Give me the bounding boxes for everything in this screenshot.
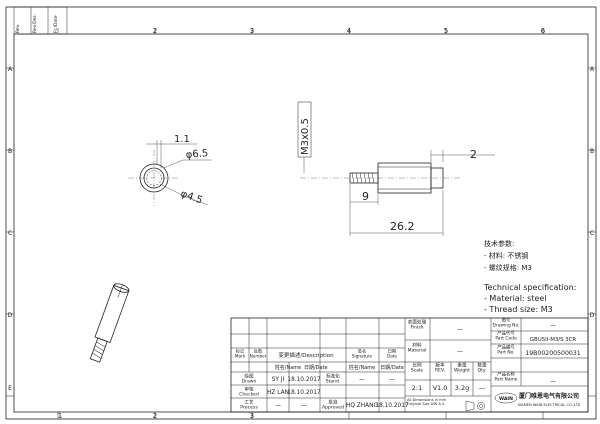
tech-en-thread: - Thread size: M3 xyxy=(484,305,553,314)
tb-company-en: XIAMEN WAIN ELECTRICAL CO.,LTD xyxy=(518,403,581,407)
tb-drawn-date: 18.10.2017 xyxy=(287,377,321,383)
tb-approved-date: 18.10.2017 xyxy=(375,403,409,409)
revision-block: Rev. Rev.Des. Ft./Date xyxy=(13,6,68,35)
end-view: 1.1 φ6.5 φ4.5 xyxy=(128,134,212,207)
projection-symbol-icon xyxy=(465,400,485,412)
tech-en-material: - Material: steel xyxy=(484,294,547,303)
grid-row-c-left: C xyxy=(8,230,12,237)
grid-col-2-top: 2 xyxy=(153,27,157,35)
tech-spec: 技术参数: - 材料: 不锈钢 - 螺纹规格: M3 Technical spe… xyxy=(483,239,576,314)
tb-change-label: 变更描述/Description xyxy=(278,351,334,359)
tb-material-value: — xyxy=(457,348,463,355)
tb-weight-value: 3.2g xyxy=(455,384,469,392)
grid-row-c-right: C xyxy=(590,230,594,237)
grid-row-e-left: E xyxy=(8,385,12,392)
tech-cn-thread: - 螺纹规格: M3 xyxy=(484,263,532,272)
logo-text: WAIN xyxy=(499,396,513,402)
rev-col1: Rev. xyxy=(15,24,21,33)
tb-stand-date: — xyxy=(389,377,395,383)
tb-date2-label-2: 日期/Date xyxy=(380,365,404,371)
company-logo: WAIN xyxy=(494,392,518,404)
tb-name-label-2: 姓名/Name xyxy=(349,364,375,371)
grid-col-1-bottom: 1 xyxy=(58,412,62,420)
tb-part-no: 19B00200500031 xyxy=(525,350,580,357)
grid-col-6-top: 6 xyxy=(541,27,546,35)
dim-thread-len: 9 xyxy=(362,190,369,203)
rev-col2: Rev.Des. xyxy=(32,14,38,33)
grid-col-4-top: 4 xyxy=(347,27,352,35)
grid-col-5-top: 5 xyxy=(444,27,448,35)
grid-col-2-bottom: 2 xyxy=(153,412,157,420)
tb-checked-date: 18.10.2017 xyxy=(287,390,321,396)
grid-row-a-left: A xyxy=(8,66,13,73)
tech-en-title: Technical specification: xyxy=(483,283,576,292)
tb-part-code: GBUSII-M3/S 3CR xyxy=(530,337,577,343)
tb-process-date: — xyxy=(301,403,307,409)
tb-stand-name: — xyxy=(359,377,365,383)
tb-scale-value: 2:1 xyxy=(412,384,422,392)
grid-col-3-bottom: 3 xyxy=(250,412,254,420)
side-view: M3x0.5 2 9 26.2 xyxy=(297,101,495,236)
tb-drawing-no-value: — xyxy=(550,322,556,329)
rev-col3: Ft./Date xyxy=(53,15,59,33)
tb-date2-label: 日期/Date xyxy=(304,365,328,371)
dim-outer-dia: φ6.5 xyxy=(185,148,208,161)
grid-row-a-right: A xyxy=(590,66,595,73)
tb-qty-value: — xyxy=(479,384,486,392)
tb-rev-value: V1.0 xyxy=(433,384,448,392)
isometric-view xyxy=(89,283,130,363)
tb-part-name: — xyxy=(550,378,556,385)
grid-row-b-right: B xyxy=(590,148,594,155)
grid-row-b-left: B xyxy=(8,148,12,155)
dim-thread: M3x0.5 xyxy=(300,118,311,155)
tb-finish-value: — xyxy=(457,326,463,333)
tech-cn-material: - 材料: 不锈钢 xyxy=(484,251,528,260)
grid-row-d-left: D xyxy=(8,312,13,319)
tb-company-cn: 厦门唯恩电气有限公司 xyxy=(519,392,579,400)
tb-name-label: 姓名/Name xyxy=(275,364,301,371)
dim-total-len: 26.2 xyxy=(390,220,415,233)
grid-row-d-right: D xyxy=(590,312,595,319)
tb-process-name: — xyxy=(275,403,281,409)
tb-approved-name: HQ ZHANG xyxy=(346,403,378,409)
dim-small-len: 2 xyxy=(470,148,477,161)
outer-frame xyxy=(5,6,597,420)
dim-inner-dia: φ4.5 xyxy=(179,188,204,206)
tb-drawn-name: SY JI xyxy=(272,377,285,383)
grid-ticks xyxy=(6,28,596,419)
dim-wall: 1.1 xyxy=(174,134,190,145)
grid-col-3-top: 3 xyxy=(250,27,254,35)
tb-checked-name: HZ LAN xyxy=(267,390,289,396)
tech-cn-title: 技术参数: xyxy=(484,239,514,248)
